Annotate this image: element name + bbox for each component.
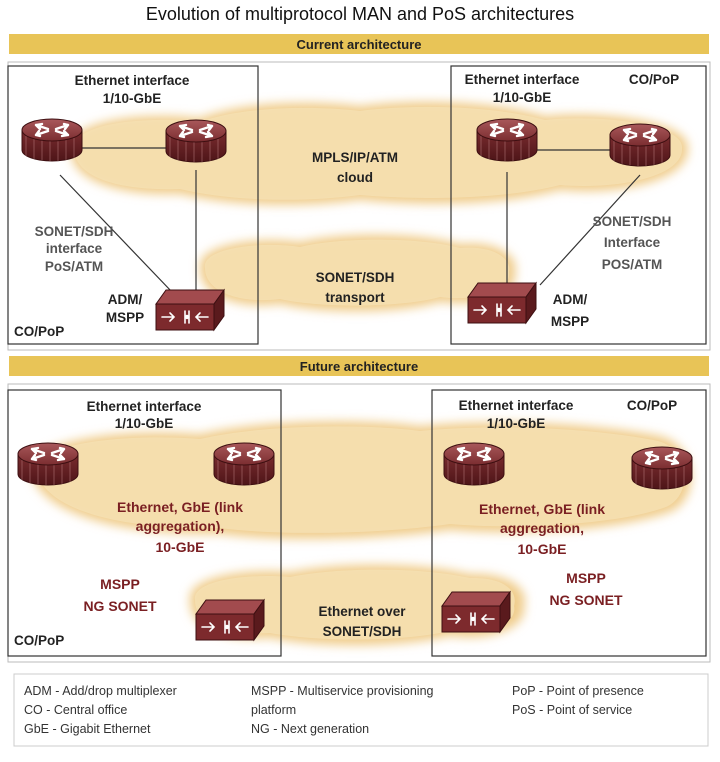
future-right-copop-label: CO/PoP: [627, 398, 677, 413]
future-left-eth-label: Ethernet interface: [87, 399, 202, 414]
svg-text:aggregation,: aggregation,: [500, 520, 584, 536]
future-right-mspp-label: MSPP: [566, 570, 606, 586]
adm-mspp-icon: [155, 289, 225, 331]
legend-item: CO - Central office: [24, 703, 127, 717]
mspp-icon: [441, 591, 511, 633]
svg-text:NG SONET: NG SONET: [83, 598, 157, 614]
future-left-mspp-label: MSPP: [100, 576, 140, 592]
future-left-ethernet-label: Ethernet, GbE (link: [117, 499, 243, 515]
legend-item: ADM - Add/drop multiplexer: [24, 684, 177, 698]
future-left-copop-box: [7, 389, 282, 657]
svg-text:cloud: cloud: [337, 170, 373, 185]
router-icon: [20, 117, 84, 163]
svg-text:transport: transport: [325, 290, 385, 305]
router-icon: [475, 117, 539, 163]
current-right-copop-label: CO/PoP: [629, 72, 679, 87]
svg-text:interface: interface: [46, 241, 103, 256]
future-left-copop-label: CO/PoP: [14, 633, 64, 648]
router-icon: [608, 122, 672, 168]
legend: ADM - Add/drop multiplexer CO - Central …: [24, 684, 644, 736]
svg-text:1/10-GbE: 1/10-GbE: [487, 416, 546, 431]
future-right-copop-box: [431, 389, 707, 657]
future-right-eth-label: Ethernet interface: [459, 398, 574, 413]
diagram-title: Evolution of multiprotocol MAN and PoS a…: [146, 4, 574, 24]
svg-text:10-GbE: 10-GbE: [517, 541, 566, 557]
current-right-sonet-label: SONET/SDH: [593, 214, 672, 229]
legend-item: NG - Next generation: [251, 722, 369, 736]
router-icon: [442, 441, 506, 487]
router-icon: [164, 118, 228, 164]
current-left-eth-label: Ethernet interface: [75, 73, 190, 88]
sonet-transport-label: SONET/SDH: [316, 270, 395, 285]
svg-text:POS/ATM: POS/ATM: [602, 257, 663, 272]
legend-box: [13, 673, 709, 747]
legend-item: PoP - Point of presence: [512, 684, 644, 698]
svg-text:Interface: Interface: [604, 235, 661, 250]
svg-text:SONET/SDH: SONET/SDH: [323, 624, 402, 639]
svg-text:1/10-GbE: 1/10-GbE: [115, 416, 174, 431]
current-architecture-label: Current architecture: [297, 37, 422, 52]
svg-text:10-GbE: 10-GbE: [155, 539, 204, 555]
legend-item: PoS - Point of service: [512, 703, 632, 717]
svg-text:1/10-GbE: 1/10-GbE: [103, 91, 162, 106]
current-left-copop-label: CO/PoP: [14, 324, 64, 339]
current-left-sonet-label: SONET/SDH: [35, 224, 114, 239]
adm-mspp-icon: [467, 282, 537, 324]
current-left-adm-label: ADM/: [108, 292, 143, 307]
svg-text:1/10-GbE: 1/10-GbE: [493, 90, 552, 105]
future-architecture-label: Future architecture: [300, 359, 418, 374]
router-icon: [212, 441, 276, 487]
future-architecture-band: [9, 356, 709, 376]
mspp-icon: [195, 599, 265, 641]
legend-item: GbE - Gigabit Ethernet: [24, 722, 151, 736]
current-right-eth-label: Ethernet interface: [465, 72, 580, 87]
svg-text:NG SONET: NG SONET: [549, 592, 623, 608]
router-icon: [630, 445, 694, 491]
router-icon: [16, 441, 80, 487]
current-left-copop-box: [7, 65, 259, 345]
svg-text:PoS/ATM: PoS/ATM: [45, 259, 103, 274]
legend-item: MSPP - Multiservice provisioning: [251, 684, 434, 698]
mpls-cloud-label: MPLS/IP/ATM: [312, 150, 398, 165]
legend-item: platform: [251, 703, 296, 717]
svg-text:MSPP: MSPP: [106, 310, 144, 325]
svg-text:MSPP: MSPP: [551, 314, 589, 329]
current-right-copop-box: [450, 65, 707, 345]
current-right-adm-label: ADM/: [553, 292, 588, 307]
ethernet-over-sonet-label: Ethernet over: [318, 604, 406, 619]
future-right-ethernet-label: Ethernet, GbE (link: [479, 501, 605, 517]
svg-text:aggregation),: aggregation),: [136, 518, 225, 534]
current-architecture-band: [9, 34, 709, 54]
